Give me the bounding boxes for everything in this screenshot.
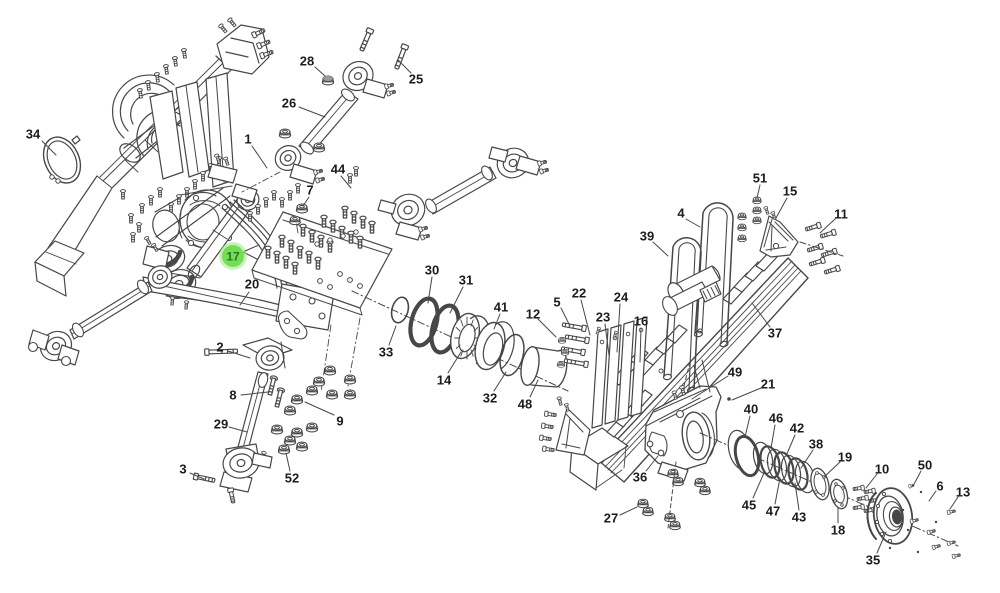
svg-text:46: 46 <box>769 411 783 426</box>
svg-text:34: 34 <box>26 127 41 142</box>
svg-text:47: 47 <box>766 504 780 519</box>
svg-text:8: 8 <box>229 388 236 403</box>
svg-text:16: 16 <box>634 314 648 329</box>
svg-text:7: 7 <box>306 183 313 198</box>
svg-text:13: 13 <box>956 485 970 500</box>
svg-text:1: 1 <box>244 132 251 147</box>
svg-text:35: 35 <box>866 553 880 568</box>
svg-text:40: 40 <box>744 402 758 417</box>
svg-text:31: 31 <box>459 273 473 288</box>
svg-text:11: 11 <box>834 207 848 222</box>
svg-text:33: 33 <box>379 345 393 360</box>
svg-text:30: 30 <box>425 263 439 278</box>
svg-text:41: 41 <box>494 300 508 315</box>
svg-text:20: 20 <box>245 277 259 292</box>
svg-text:12: 12 <box>526 307 540 322</box>
svg-text:45: 45 <box>742 498 756 513</box>
svg-text:42: 42 <box>790 421 804 436</box>
svg-text:24: 24 <box>614 290 629 305</box>
svg-text:28: 28 <box>300 54 314 69</box>
svg-text:19: 19 <box>838 450 852 465</box>
svg-text:9: 9 <box>336 414 343 429</box>
svg-text:6: 6 <box>936 479 943 494</box>
svg-text:3: 3 <box>179 462 186 477</box>
svg-text:25: 25 <box>409 72 423 87</box>
svg-text:49: 49 <box>728 365 742 380</box>
svg-text:51: 51 <box>753 171 767 186</box>
svg-text:39: 39 <box>640 229 654 244</box>
svg-text:36: 36 <box>633 470 647 485</box>
svg-text:43: 43 <box>792 510 806 525</box>
svg-text:26: 26 <box>282 96 296 111</box>
svg-text:15: 15 <box>783 184 797 199</box>
svg-text:48: 48 <box>518 397 532 412</box>
svg-text:4: 4 <box>677 206 685 221</box>
svg-text:22: 22 <box>572 286 586 301</box>
svg-text:32: 32 <box>483 391 497 406</box>
svg-text:14: 14 <box>437 373 452 388</box>
svg-text:52: 52 <box>285 471 299 486</box>
svg-text:50: 50 <box>918 458 932 473</box>
svg-text:2: 2 <box>216 340 223 355</box>
svg-text:10: 10 <box>875 462 889 477</box>
svg-text:5: 5 <box>553 295 560 310</box>
svg-text:27: 27 <box>604 511 618 526</box>
svg-text:17: 17 <box>226 250 240 264</box>
svg-text:23: 23 <box>596 310 610 325</box>
svg-text:29: 29 <box>214 417 228 432</box>
svg-text:37: 37 <box>768 326 782 341</box>
svg-text:38: 38 <box>809 437 823 452</box>
svg-text:21: 21 <box>761 377 775 392</box>
svg-text:18: 18 <box>831 523 845 538</box>
svg-text:44: 44 <box>331 162 346 177</box>
